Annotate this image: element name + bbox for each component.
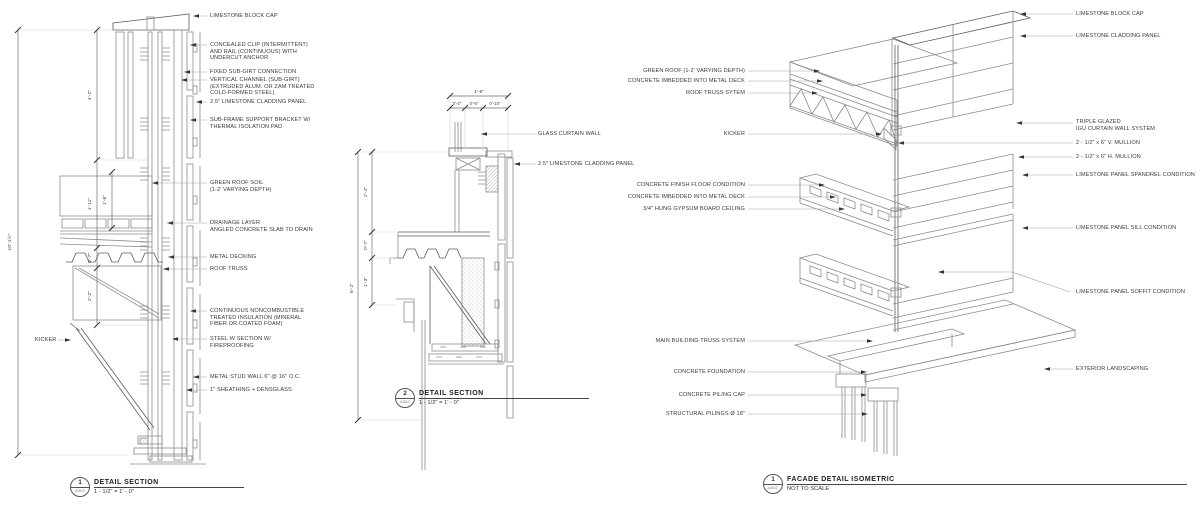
detail-scale: 1 - 1/2" = 1' - 0" (94, 489, 134, 496)
detail-number: 1 (764, 475, 782, 485)
callout-label: LIMESTONE PANEL SILL CONDITION (1076, 225, 1177, 231)
dim-l2: 0'-7" (363, 240, 369, 250)
callout-label: METAL STUD WALL 6" @ 16" O.C. (210, 374, 301, 380)
callout-label: STRUCTURAL PILINGS Ø 18" (665, 411, 745, 417)
dim-overall: 10'-1½" (6, 233, 13, 250)
detail-number-bubble: 1 A502 (763, 474, 783, 494)
callout-label: CONCEALED CLIP (INTERMITTENT) AND RAIL (… (210, 42, 308, 62)
callout-label: FIXED SUB-GIRT CONNECTION (210, 69, 297, 75)
dimension-lines (354, 92, 512, 424)
callout-label: GREEN ROOF (1-2' VARYING DEPTH) (643, 68, 745, 74)
detail-title: DETAIL SECTION (419, 389, 484, 397)
roof-slab-linework (788, 38, 959, 147)
dim-4: 2'-2" (87, 291, 93, 301)
detail-number-bubble: 2 A502 (395, 388, 415, 408)
callout-label: DRAINAGE LAYER ANGLED CONCRETE SLAB TO D… (210, 220, 313, 233)
facade-panel-stack-linework (883, 10, 1032, 332)
dim-t3: 0'-10" (489, 101, 501, 106)
detail-scale: 1 - 1/2" = 1' - 0" (419, 400, 459, 407)
callout-label: TRIPLE GLAZED IGU CURTAIN WALL SYSTEM (1076, 119, 1156, 132)
callout-leaders (58, 14, 207, 392)
dim-t2: 0'-6" (470, 101, 479, 106)
dim-left-overall: 6'-2" (349, 283, 355, 293)
callout-label: LIMESTONE CLADDING PANEL (1076, 33, 1161, 39)
dimension-text: 10'-1½" 4'-2" 1'-11" 1'-6" 0'-7" 2'-2" (6, 90, 108, 301)
callout-label: STEEL W SECTION W/ FIREPROOFING (210, 336, 271, 349)
callout-leaders (481, 132, 536, 166)
detail-scale: NOT TO SCALE (787, 486, 830, 493)
dimension-text: 1'-6" 0'-4" 0'-6" 0'-10" 6'-2" 2'-4" 0'-… (349, 89, 501, 293)
detail-number: 2 (396, 389, 414, 399)
title-rule (419, 398, 589, 400)
ground-and-foundation-linework (793, 299, 1077, 456)
roof-truss-and-kicker (69, 265, 206, 465)
facade-isometric-drawing (748, 10, 1077, 456)
dimension-lines (14, 26, 116, 459)
callout-label: 2 - 1/2" x 6" H. MULLION (1076, 154, 1141, 160)
callout-label: GLASS CURTAIN WALL (538, 131, 601, 137)
dim-1: 4'-2" (87, 90, 93, 100)
extension-lines (20, 29, 148, 456)
title-rule (787, 484, 1187, 486)
detail-section-1: 10'-1½" 4'-2" 1'-11" 1'-6" 0'-7" 2'-2" L… (0, 0, 340, 508)
sheet-reference: A502 (400, 400, 410, 404)
dim-l3: 1'-3" (363, 277, 369, 287)
detail-title: DETAIL SECTION (94, 478, 159, 486)
callout-label: GREEN ROOF SOIL (1-2' VARYING DEPTH) (210, 180, 272, 193)
title-rule (94, 487, 244, 489)
callout-label: 2.5" LIMESTONE CLADDING PANEL (538, 161, 635, 167)
curtain-wall-head-linework (448, 122, 514, 419)
extension-lines (360, 99, 509, 421)
callout-label: 1" SHEATHING + DENSGLASS (210, 387, 292, 393)
wall-assembly-linework (112, 13, 201, 461)
callout-label: LIMESTONE PANEL SPANDREL CONDITION (1076, 172, 1195, 178)
detail-title: FACADE DETAIL ISOMETRIC (787, 475, 895, 483)
callout-label: 2 - 1/2" x 6" V. MULLION (1076, 140, 1140, 146)
callout-label: CONTINUOUS NONCOMBUSTIBLE TREATED INSULA… (210, 308, 305, 328)
dim-2b: 1'-6" (102, 195, 108, 205)
slab-and-kicker-linework (389, 231, 504, 470)
green-roof-and-deck (59, 175, 163, 263)
callout-label: SUB-FRAME SUPPORT BRACKET W/ THERMAL ISO… (210, 117, 311, 130)
dim-top-overall: 1'-6" (474, 89, 484, 95)
callout-label: LIMESTONE PANEL SOFFIT CONDITION (1076, 289, 1185, 295)
callout-label: CONCRETE FOUNDATION (673, 369, 745, 375)
callout-label: LIMESTONE BLOCK CAP (1076, 11, 1144, 17)
dim-3: 0'-7" (87, 253, 93, 263)
callout-label: 2.5" LIMESTONE CLADDING PANEL (210, 99, 307, 105)
dim-l1: 2'-4" (363, 187, 369, 197)
callout-label: EXTERIOR LANDSCAPING (1076, 366, 1149, 372)
detail-section-2-drawing: 1'-6" 0'-4" 0'-6" 0'-10" 6'-2" 2'-4" 0'-… (349, 89, 536, 470)
detail-section-2: 1'-6" 0'-4" 0'-6" 0'-10" 6'-2" 2'-4" 0'-… (340, 0, 650, 508)
callout-label: CONCRETE FINISH FLOOR CONDITION (636, 182, 745, 188)
callout-label: METAL DECKING (210, 254, 257, 260)
title-block-3: 1 A502 FACADE DETAIL ISOMETRIC NOT TO SC… (763, 474, 1187, 494)
callout-label: ROOF TRUSS (210, 266, 248, 272)
callout-label: LIMESTONE BLOCK CAP (210, 13, 278, 19)
floor-slabs-linework (798, 173, 911, 317)
title-block-1: 1 A502 DETAIL SECTION 1 - 1/2" = 1' - 0" (70, 477, 244, 497)
title-block-2: 2 A502 DETAIL SECTION 1 - 1/2" = 1' - 0" (395, 388, 589, 408)
callout-label: CONCRETE PILING CAP (678, 392, 745, 398)
callout-label: 3/4" HUNG GYPSUM BOARD CEILING (643, 206, 745, 212)
callout-label: CONCRETE IMBEDDED INTO METAL DECK (627, 78, 745, 84)
detail-number: 1 (71, 478, 89, 488)
callout-label: CONCRETE IMBEDDED INTO METAL DECK (627, 194, 745, 200)
callout-leaders (748, 12, 1073, 416)
callout-label: KICKER (723, 131, 745, 137)
callout-label-kicker: KICKER (35, 337, 57, 343)
sheet-reference: A502 (768, 486, 778, 490)
detail-section-1-drawing: 10'-1½" 4'-2" 1'-11" 1'-6" 0'-7" 2'-2" (6, 13, 207, 465)
dim-2: 1'-11" (87, 198, 93, 211)
dim-t1: 0'-4" (453, 101, 462, 106)
facade-detail-isometric: GREEN ROOF (1-2' VARYING DEPTH) CONCRETE… (615, 0, 1200, 508)
callout-label: VERTICAL CHANNEL (SUB-GIRT) (EXTRUDED AL… (210, 77, 315, 97)
callout-label: ROOF TRUSS SYTEM (686, 90, 745, 96)
detail-number-bubble: 1 A502 (70, 477, 90, 497)
sheet-reference: A502 (75, 489, 85, 493)
callout-label: MAIN BUILDING TRUSS SYSTEM (655, 338, 745, 344)
